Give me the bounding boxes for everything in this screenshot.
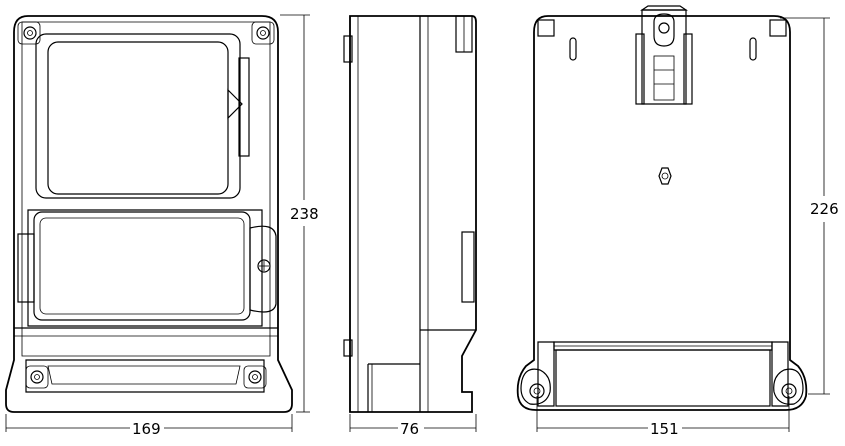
- front-screw-top-right: [251, 21, 275, 45]
- front-bottom-cover: [25, 359, 265, 393]
- rear-height-dimension: 226: [780, 17, 839, 395]
- front-right-clip: [249, 225, 277, 313]
- front-width-label: 169: [132, 420, 161, 438]
- rear-screw-bottom-left: [520, 368, 551, 405]
- side-width-dimension: 76: [349, 414, 477, 438]
- front-name-plate: [33, 211, 251, 321]
- rear-terminal-block: [537, 341, 789, 407]
- rear-height-label: 226: [810, 200, 839, 218]
- front-display-window: [35, 33, 241, 199]
- side-outer-body: [349, 15, 477, 413]
- side-width-label: 76: [400, 420, 419, 438]
- side-clip: [461, 231, 475, 303]
- rear-width-dimension: 151: [536, 396, 790, 438]
- rear-left-slot: [569, 37, 577, 61]
- front-left-clip: [17, 233, 35, 303]
- rear-top-right-block: [769, 19, 787, 37]
- side-left-bracket: [343, 35, 353, 63]
- front-inner-border: [21, 21, 271, 357]
- front-terminal-cover: [27, 209, 263, 327]
- front-height-dimension: 238: [280, 14, 319, 413]
- front-screw-bottom-right: [243, 365, 267, 389]
- rear-hanging-bracket: [635, 5, 693, 105]
- side-view: [343, 15, 477, 413]
- front-view: [5, 15, 293, 413]
- rear-top-left-block: [537, 19, 555, 37]
- rear-view: [516, 5, 808, 411]
- front-width-dimension: 169: [5, 414, 293, 438]
- front-height-label: 238: [290, 205, 319, 223]
- front-screw-top-left: [17, 21, 41, 45]
- front-arrow-mark: [227, 88, 243, 120]
- front-outer-body: [5, 15, 293, 413]
- rear-right-slot: [749, 37, 757, 61]
- rear-center-nut: [658, 167, 672, 185]
- front-screw-bottom-left: [25, 365, 49, 389]
- front-seal-screw: [257, 259, 271, 273]
- side-bottom-step: [367, 330, 421, 412]
- front-lcd-area: [47, 41, 229, 195]
- rear-width-label: 151: [650, 420, 679, 438]
- rear-outer-body: [516, 15, 808, 411]
